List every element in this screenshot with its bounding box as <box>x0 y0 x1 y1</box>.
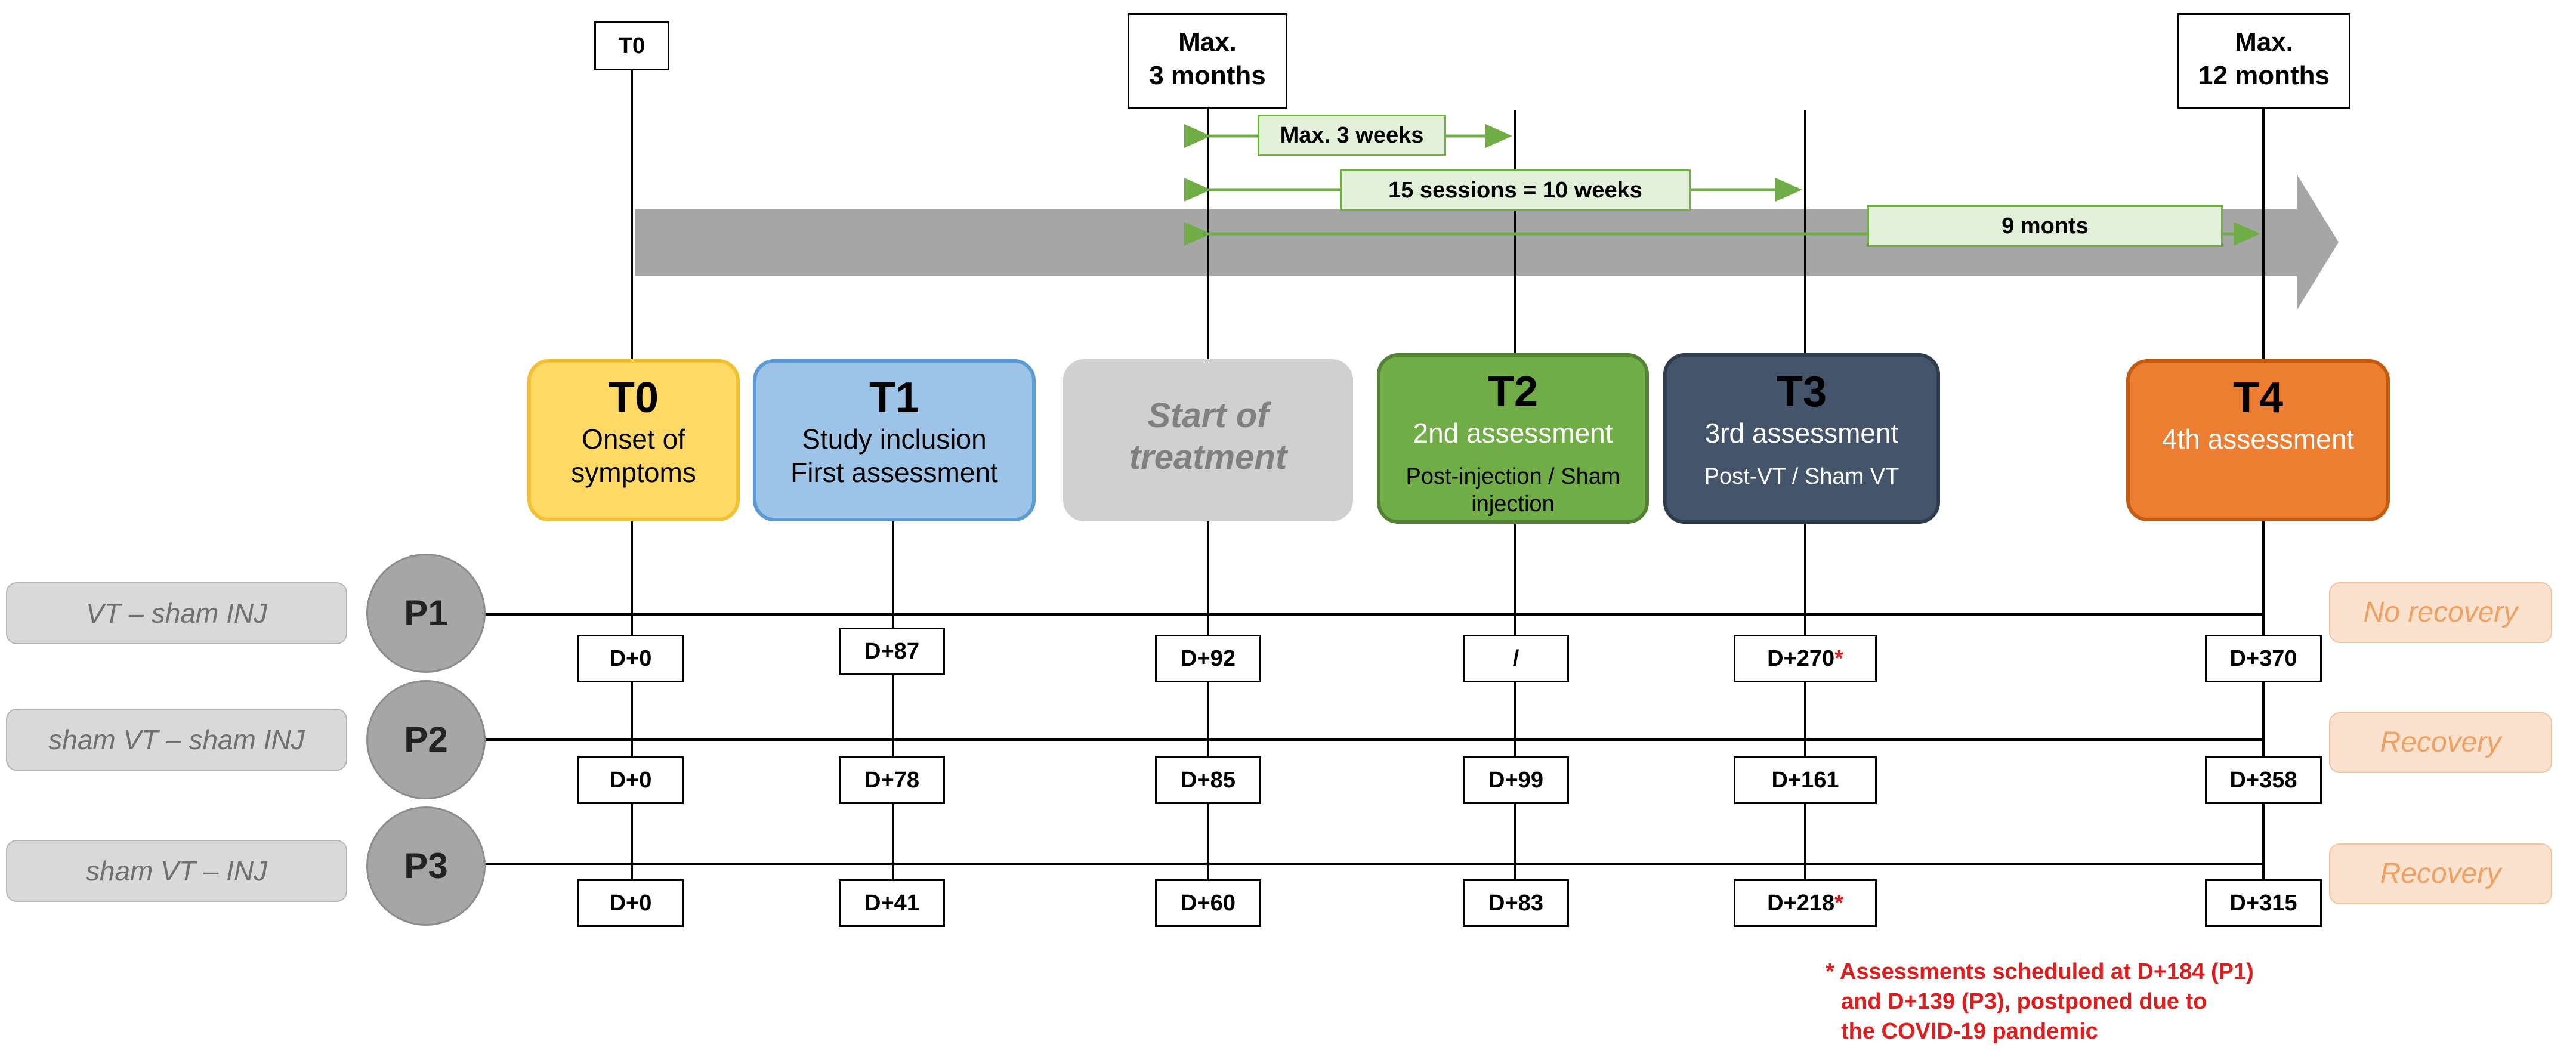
day-p2-t1: D+78 <box>839 756 945 804</box>
day-p2-start: D+85 <box>1155 756 1261 804</box>
timepoint-t4-label: T4 <box>2232 374 2284 422</box>
marker-max-12-line2: 12 months <box>2198 61 2330 90</box>
timepoint-t2-label: T2 <box>1487 368 1539 416</box>
day-p2-t4: D+358 <box>2205 756 2322 804</box>
start-treatment-line1: Start of <box>1147 396 1269 435</box>
timepoint-t2-line1: 2nd assessment <box>1413 418 1613 449</box>
day-p1-t3-star: * <box>1834 646 1843 671</box>
day-p3-t0: D+0 <box>577 879 684 927</box>
timepoint-t0-line2: symptoms <box>571 457 696 488</box>
footnote: * Assessments scheduled at D+184 (P1) an… <box>1826 957 2362 1046</box>
day-p1-start: D+92 <box>1155 635 1261 682</box>
marker-max-3-months: Max. 3 months <box>1128 13 1287 109</box>
timepoint-t1-label: T1 <box>869 374 920 422</box>
patient-badge-p3: P3 <box>366 806 486 926</box>
day-p2-t0: D+0 <box>577 756 684 804</box>
day-p1-t2: / <box>1463 635 1569 682</box>
timepoint-t2-line2: Post-injection / Sham <box>1406 464 1620 489</box>
outcome-label-p1: No recovery <box>2329 582 2552 643</box>
timepoint-t0-line1: Onset of <box>582 424 685 455</box>
timepoint-t1: T1 Study inclusion First assessment <box>753 359 1036 521</box>
footnote-line1: * Assessments scheduled at D+184 (P1) <box>1826 959 2254 984</box>
day-p3-t4: D+315 <box>2205 879 2322 927</box>
interval-label-9months: 9 monts <box>1867 205 2223 247</box>
timepoint-t1-line2: First assessment <box>790 457 998 488</box>
day-p1-t0: D+0 <box>577 635 684 682</box>
timepoint-t0-label: T0 <box>608 374 659 422</box>
day-p2-t2: D+99 <box>1463 756 1569 804</box>
timepoint-t1-line1: Study inclusion <box>802 424 987 455</box>
day-p3-start: D+60 <box>1155 879 1261 927</box>
day-p3-t3-star: * <box>1834 891 1843 916</box>
timepoint-start-treatment: Start of treatment <box>1063 359 1353 521</box>
outcome-label-p2: Recovery <box>2329 712 2552 773</box>
day-p3-t3-value: D+218 <box>1767 891 1835 916</box>
day-p3-t1: D+41 <box>839 879 945 927</box>
marker-t0-text: T0 <box>618 33 645 58</box>
condition-label-p1: VT – sham INJ <box>6 582 347 644</box>
marker-max-3-line1: Max. <box>1178 27 1237 57</box>
day-p3-t3: D+218* <box>1734 879 1877 927</box>
timepoint-t4-line1: 4th assessment <box>2161 424 2355 455</box>
day-p1-t3: D+270* <box>1734 635 1877 682</box>
marker-max-12-line1: Max. <box>2235 27 2293 57</box>
timepoint-t0: T0 Onset of symptoms <box>527 359 740 521</box>
interval-label-3weeks: Max. 3 weeks <box>1258 115 1446 156</box>
condition-label-p2: sham VT – sham INJ <box>6 709 347 771</box>
day-p2-t3-value: D+161 <box>1771 768 1839 793</box>
timepoint-t3-line1: 3rd assessment <box>1704 418 1899 449</box>
patient-badge-p2: P2 <box>366 680 486 799</box>
timepoint-t3-label: T3 <box>1776 368 1827 416</box>
patient-badge-p1: P1 <box>366 554 486 673</box>
condition-label-p3: sham VT – INJ <box>6 840 347 902</box>
timepoint-t2-line3: injection <box>1471 492 1555 517</box>
day-p3-t2: D+83 <box>1463 879 1569 927</box>
timepoint-t2: T2 2nd assessment Post-injection / Sham … <box>1377 353 1649 524</box>
marker-max-3-line2: 3 months <box>1149 61 1266 90</box>
day-p2-t3: D+161 <box>1734 756 1877 804</box>
footnote-line2: and D+139 (P3), postponed due to <box>1841 989 2207 1014</box>
day-p1-t1: D+87 <box>839 628 945 675</box>
footnote-line3: the COVID-19 pandemic <box>1841 1019 2098 1044</box>
interval-label-10weeks: 15 sessions = 10 weeks <box>1340 169 1691 211</box>
timepoint-t3: T3 3rd assessment Post-VT / Sham VT <box>1663 353 1940 524</box>
marker-t0: T0 <box>594 21 669 70</box>
day-p1-t4: D+370 <box>2205 635 2322 682</box>
start-treatment-line2: treatment <box>1129 438 1287 477</box>
outcome-label-p3: Recovery <box>2329 843 2552 904</box>
day-p1-t3-value: D+270 <box>1767 646 1835 671</box>
timepoint-t4: T4 4th assessment <box>2126 359 2390 521</box>
timepoint-t3-line2: Post-VT / Sham VT <box>1704 464 1899 489</box>
marker-max-12-months: Max. 12 months <box>2177 13 2350 109</box>
